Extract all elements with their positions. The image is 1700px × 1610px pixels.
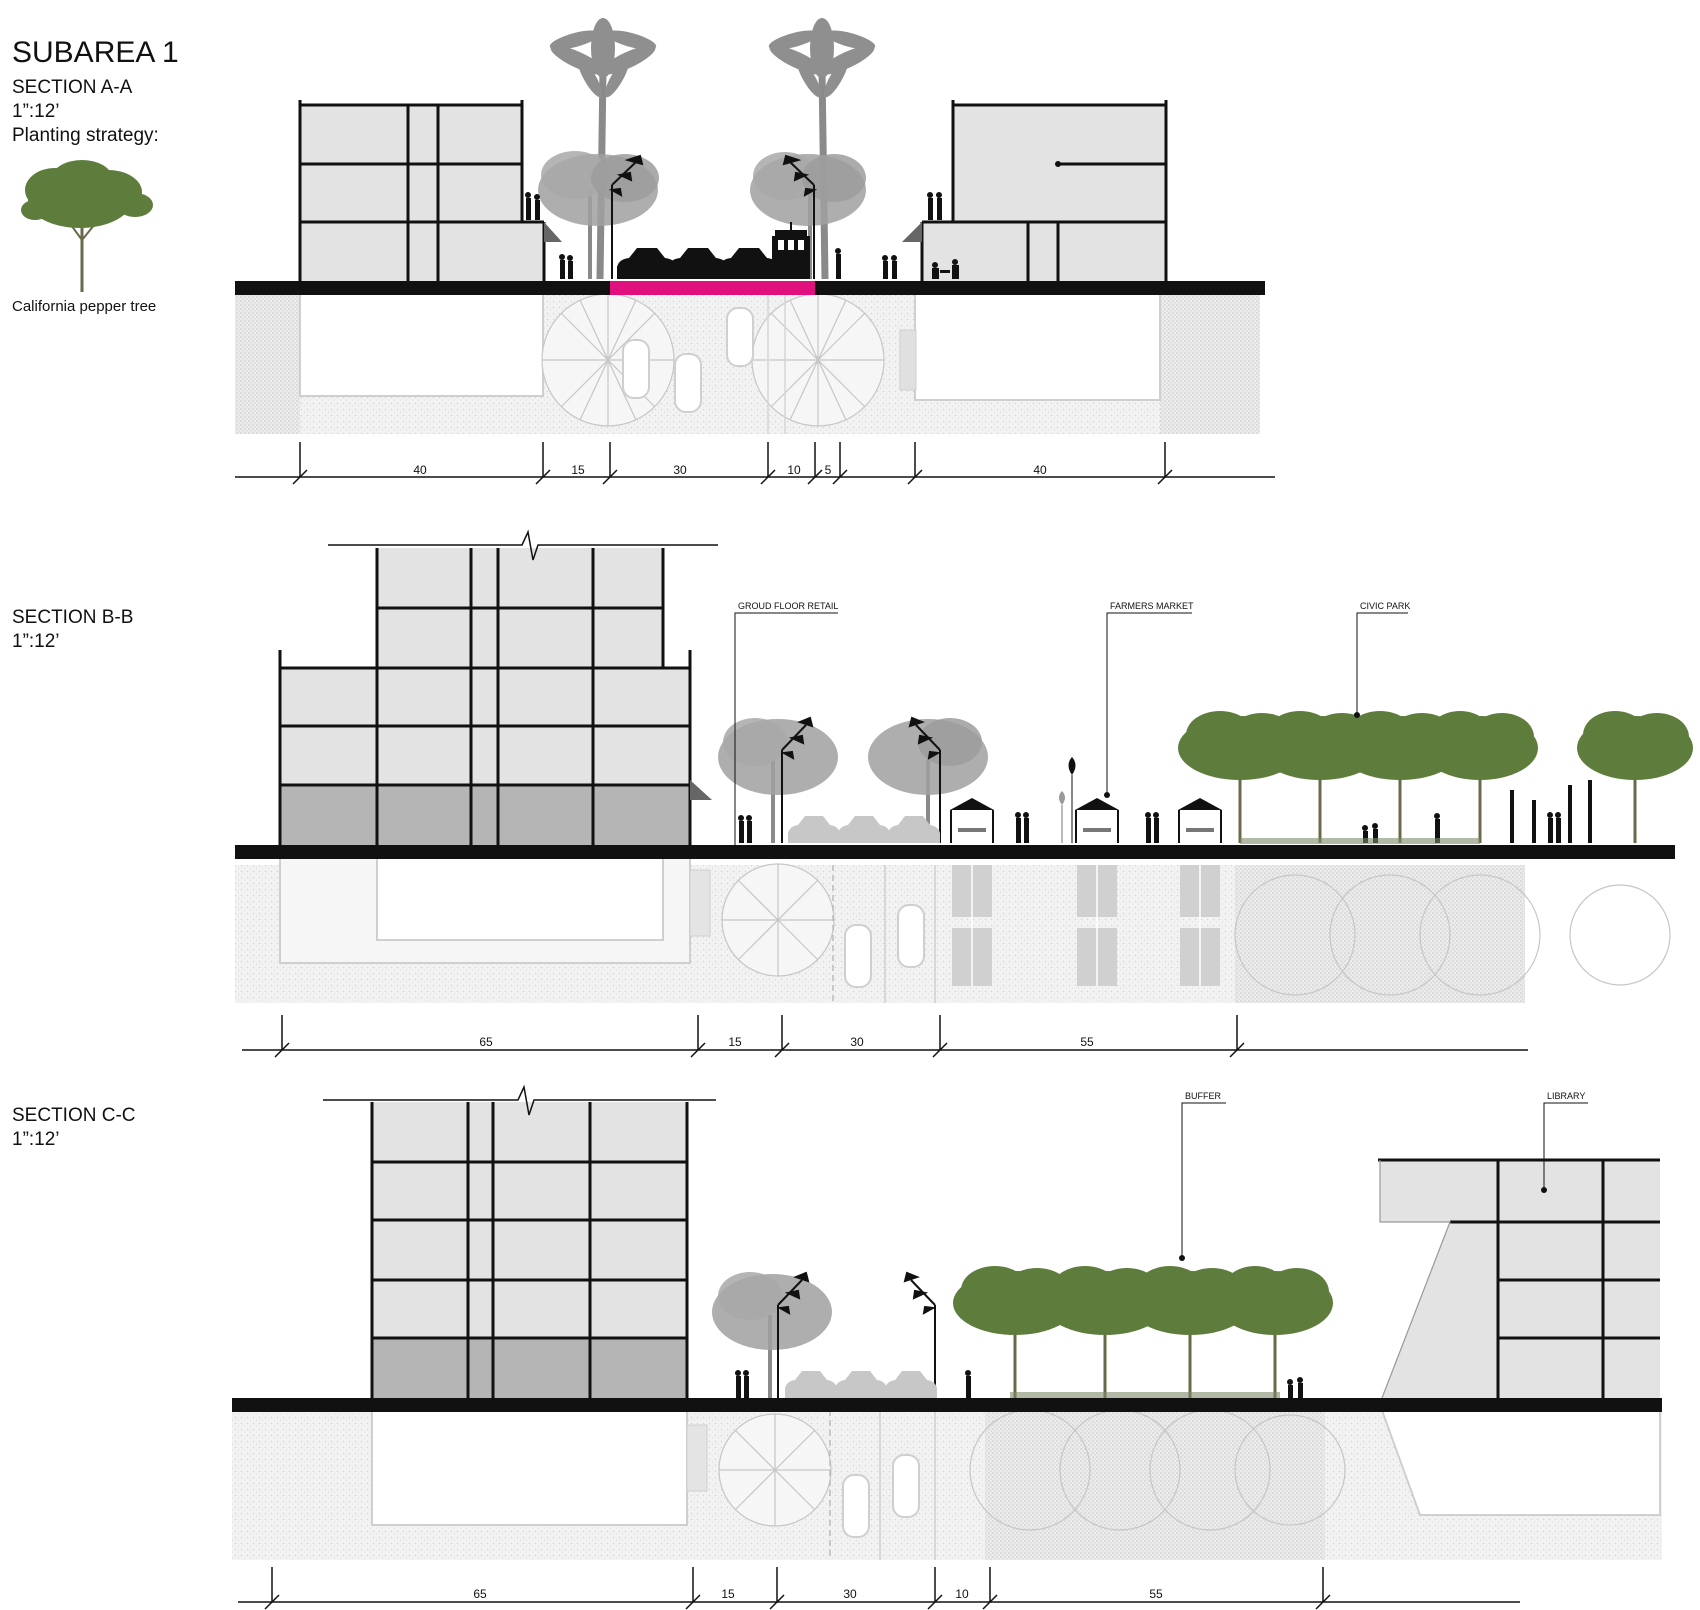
label-civic-park: CIVIC PARK [1360, 601, 1410, 611]
pedestrians [525, 192, 959, 279]
street-tree [718, 718, 838, 843]
leader-lines-c [1181, 1102, 1588, 1258]
building-c [323, 1084, 716, 1398]
street-lamp [908, 716, 942, 843]
tram [772, 222, 810, 279]
tree-species-label: California pepper tree [12, 298, 157, 315]
section-c-drawing: BUFFER LIBRARY 65 15 30 10 55 [232, 1084, 1662, 1610]
building-b [278, 529, 718, 845]
dim-label: 15 [728, 1035, 742, 1049]
dim-label: 30 [850, 1035, 864, 1049]
dimension-line-c [238, 1567, 1520, 1610]
california-pepper-tree [1178, 711, 1693, 843]
dim-label: 10 [787, 463, 801, 477]
label-ground-floor-retail: GROUD FLOOR RETAIL [738, 601, 838, 611]
section-c-title: SECTION C-C [12, 1105, 136, 1126]
dim-label: 40 [413, 463, 427, 477]
street-lamp [608, 154, 644, 279]
dim-label: 65 [473, 1587, 487, 1601]
section-b-title: SECTION B-B [12, 607, 134, 628]
plan-tree-canopy [721, 863, 1671, 996]
dim-label: 40 [1033, 463, 1047, 477]
section-a-drawing: 40 15 30 10 5 40 [235, 18, 1275, 485]
leader-lines-b [734, 612, 1408, 845]
pedestrians [735, 1370, 1303, 1398]
street-lamp [903, 1271, 937, 1398]
plan-tree-canopy [718, 1409, 1346, 1531]
section-a-scale: 1”:12’ [12, 101, 60, 122]
section-c-scale: 1”:12’ [12, 1129, 60, 1150]
dim-label: 5 [825, 463, 832, 477]
section-b-scale: 1”:12’ [12, 631, 60, 652]
street-lamp [776, 1271, 810, 1398]
label-farmers-market: FARMERS MARKET [1110, 601, 1194, 611]
street-lamp [782, 154, 818, 279]
ground-line-b [235, 845, 1675, 859]
dim-label: 30 [843, 1587, 857, 1601]
street-tree [712, 1272, 832, 1398]
dim-label: 55 [1149, 1587, 1163, 1601]
section-b-drawing: GROUD FLOOR RETAIL FARMERS MARKET CIVIC … [235, 529, 1693, 1058]
plan-cars-b [844, 904, 925, 988]
planting-strategy-label: Planting strategy: [12, 125, 159, 146]
building-left-a [298, 100, 562, 281]
tram-lane [610, 281, 815, 295]
page-title: SUBAREA 1 [12, 36, 179, 69]
california-pepper-tree [953, 1266, 1333, 1398]
street-lamp [780, 716, 814, 843]
car [788, 816, 940, 843]
dimension-line-a [235, 442, 1275, 485]
label-library: LIBRARY [1547, 1091, 1585, 1101]
plan-cars-c [842, 1454, 920, 1538]
park-posts [1510, 780, 1592, 843]
dim-label: 30 [673, 463, 687, 477]
building-right-a [902, 100, 1168, 281]
dimension-line-b [242, 1015, 1528, 1058]
car [785, 1371, 937, 1398]
palm-tree [549, 18, 657, 280]
pedestrians [738, 812, 1561, 843]
dim-label: 10 [955, 1587, 969, 1601]
section-a-title: SECTION A-A [12, 77, 133, 98]
ground-line-c [232, 1398, 1662, 1412]
balloon-icon [1059, 757, 1076, 843]
dim-label: 55 [1080, 1035, 1094, 1049]
dim-label: 15 [571, 463, 585, 477]
market-tent [950, 798, 1222, 843]
plan-cars-a [622, 307, 754, 413]
car [617, 248, 779, 279]
label-buffer: BUFFER [1185, 1091, 1222, 1101]
dim-label: 15 [721, 1587, 735, 1601]
california-pepper-tree-icon [21, 160, 153, 292]
library-building [1378, 1158, 1660, 1399]
dim-label: 65 [479, 1035, 493, 1049]
